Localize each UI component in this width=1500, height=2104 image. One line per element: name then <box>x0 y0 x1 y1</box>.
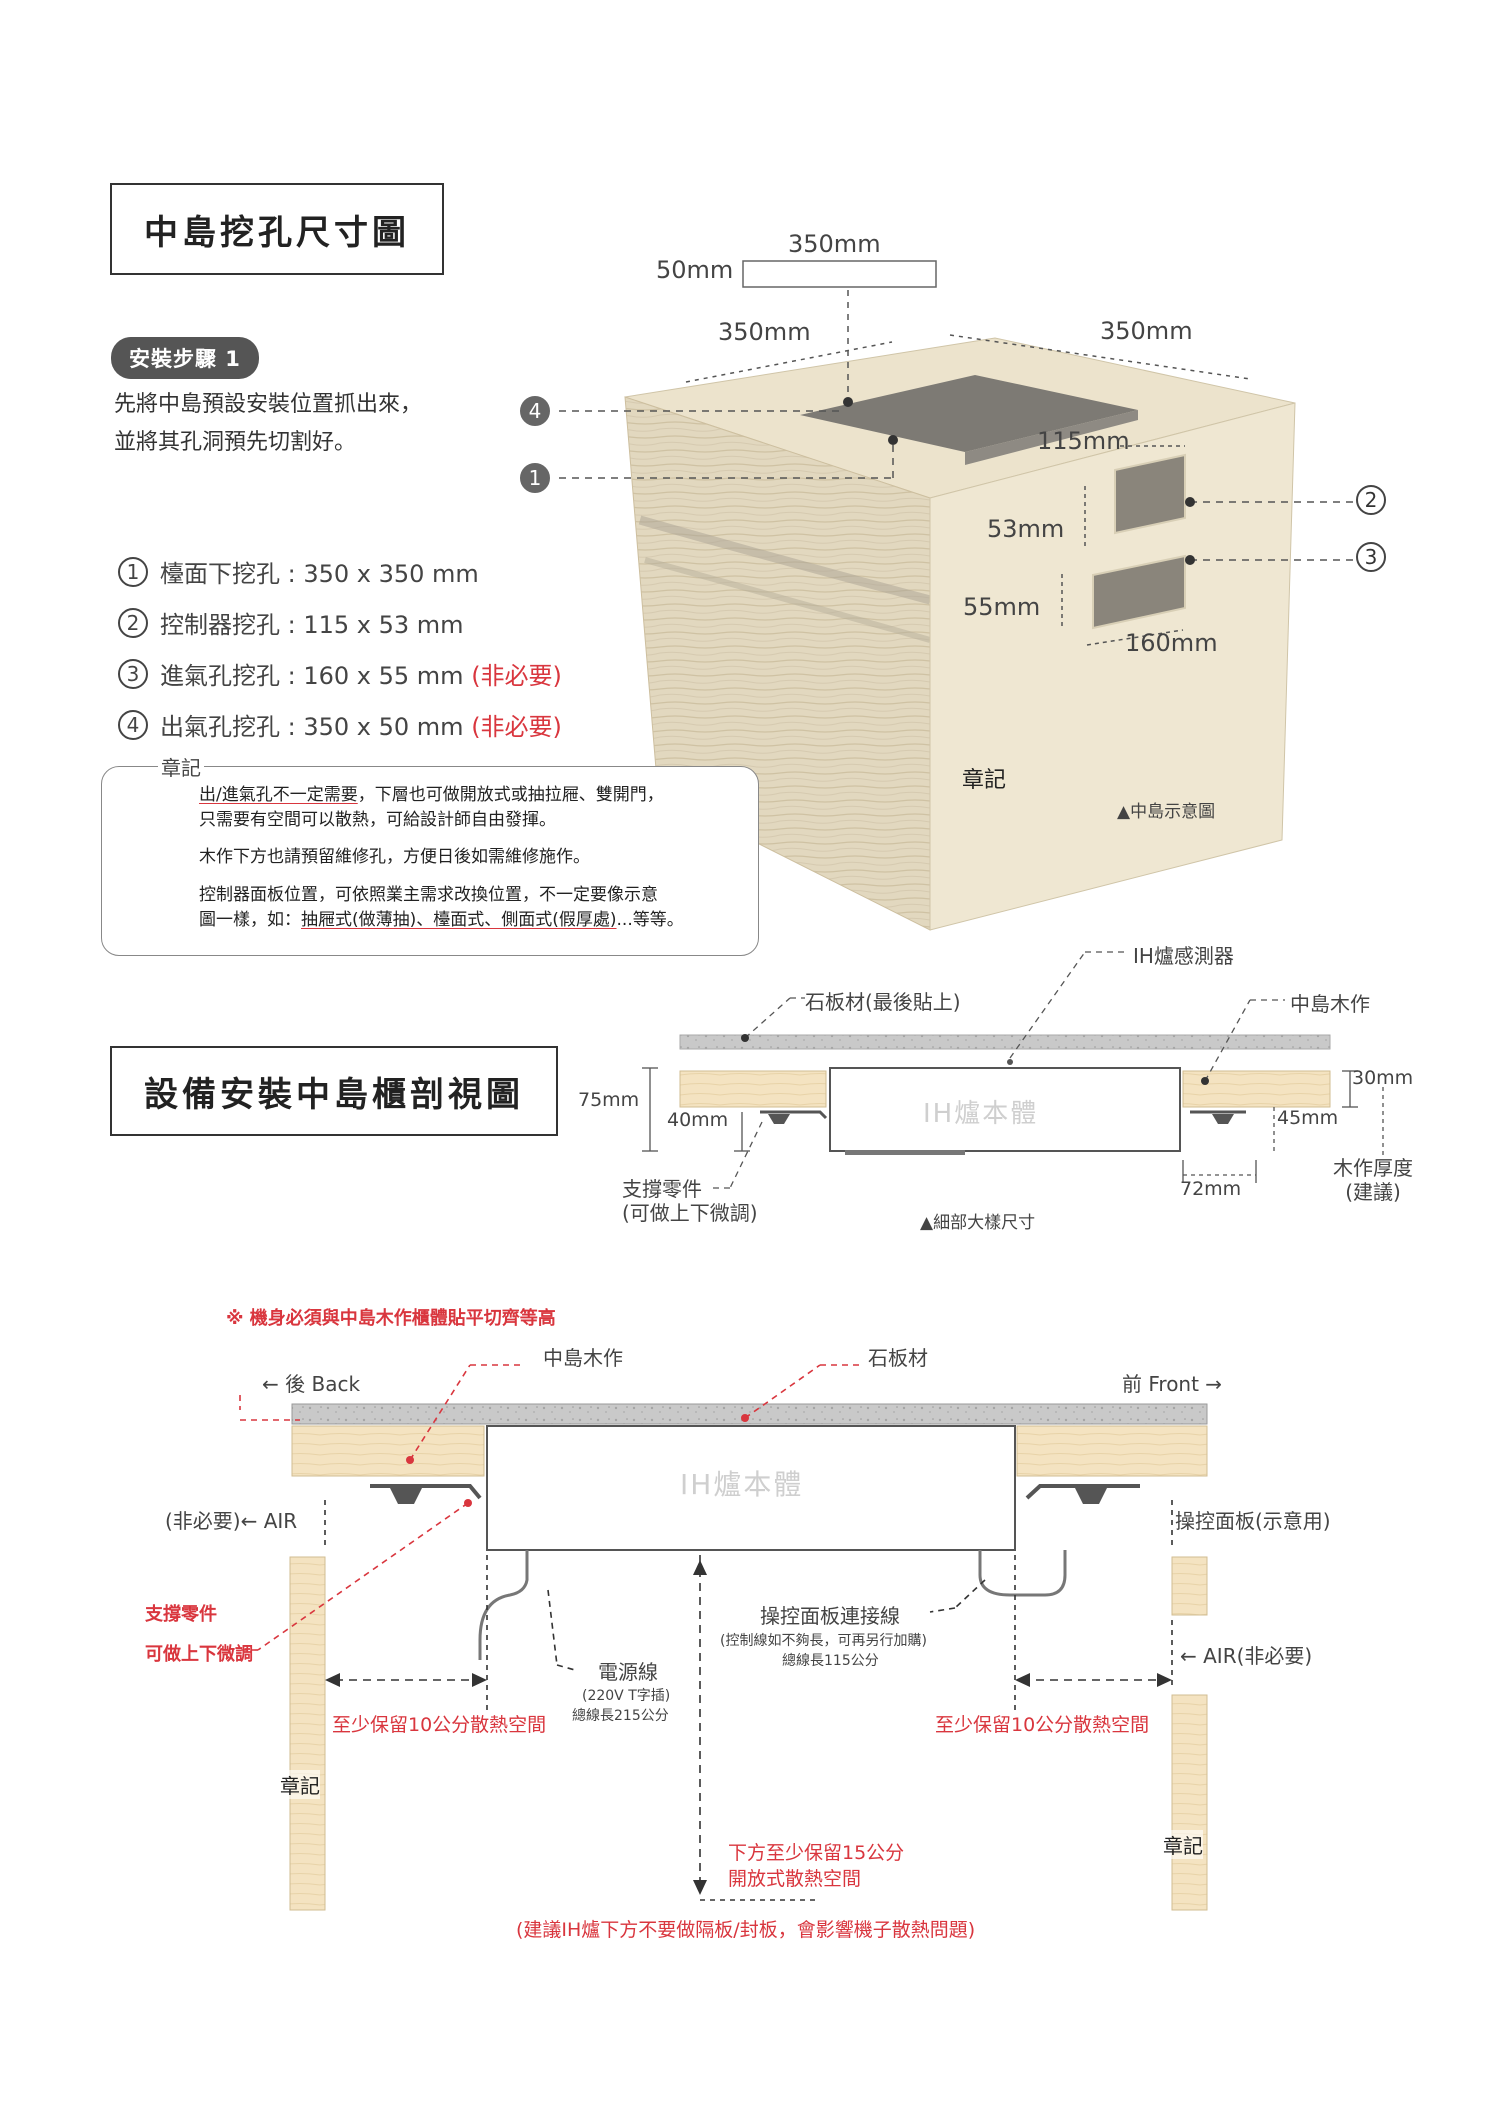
intro-text: 先將中島預設安裝位置抓出來， 並將其孔洞預先切割好。 <box>114 386 422 462</box>
detail-dots <box>741 1034 1209 1085</box>
note-text: 圖一樣，如： <box>199 910 301 930</box>
legend-item-1: 1 檯面下挖孔 : 350 x 350 mm <box>118 554 479 589</box>
dim-top-height: 50mm <box>656 256 734 284</box>
label-panel-cable: 操控面板連接線 <box>760 1604 900 1628</box>
support-line-1: 支撐零件 <box>622 1177 702 1201</box>
dim-vent-width: 160mm <box>1125 629 1218 657</box>
dim-30: 30mm <box>1352 1067 1414 1089</box>
legend-number: 4 <box>118 709 148 740</box>
label-panel: 操控面板(示意用) <box>1175 1509 1331 1533</box>
full-section-dots <box>406 1414 749 1507</box>
label-body-full: IH爐本體 <box>680 1468 804 1501</box>
callout-4: 4 <box>520 396 550 426</box>
flush-note: ※ 機身必須與中島木作櫃體貼平切齊等高 <box>226 1308 556 1329</box>
callout-3: 3 <box>1356 542 1386 572</box>
note-text: ，下層也可做開放式或抽拉屜、雙開門， <box>357 785 664 805</box>
note-emphasis: 抽屜式(做薄抽)、檯面式、側面式(假厚處) <box>301 910 617 930</box>
label-panel-cable-length: 總線長115公分 <box>782 1653 879 1669</box>
detail-caption: ▲細部大樣尺寸 <box>920 1213 1036 1233</box>
dim-ctrl-height: 53mm <box>987 515 1065 543</box>
legend-optional-tag: (非必要) <box>471 662 562 690</box>
section1-title: 中島挖孔尺寸圖 <box>110 183 444 275</box>
dim-75: 75mm <box>578 1089 640 1111</box>
intro-line-2: 並將其孔洞預先切割好。 <box>114 430 357 455</box>
note-emphasis: 出/進氣孔不一定需要 <box>199 785 358 805</box>
label-below-space: 下方至少保留15公分 開放式散熱空間 <box>728 1840 904 1892</box>
label-space-left: 至少保留10公分散熱空間 <box>332 1714 547 1736</box>
dim-vent-height: 55mm <box>963 593 1041 621</box>
label-wood: 中島木作 <box>1290 992 1370 1016</box>
dim-right-edge: 350mm <box>1100 317 1193 345</box>
legend-text: 檯面下挖孔 : 350 x 350 mm <box>160 560 479 588</box>
legend-number: 3 <box>118 658 148 689</box>
support-full-line-1: 支撐零件 <box>145 1604 217 1625</box>
label-power-length: 總線長215公分 <box>572 1708 669 1724</box>
dim-ctrl-width: 115mm <box>1037 427 1130 455</box>
callout-dots <box>843 397 1195 565</box>
callout-1: 1 <box>520 463 550 493</box>
label-air-right: ← AIR(非必要) <box>1180 1644 1313 1668</box>
legend-item-4: 4 出氣孔挖孔 : 350 x 50 mm (非必要) <box>118 707 562 742</box>
label-panel-cable-note: (控制線如不夠長，可再另行加購) <box>720 1633 927 1649</box>
dim-top-width: 350mm <box>788 230 881 258</box>
note-text: ...等等。 <box>616 910 684 930</box>
note-box <box>101 766 759 956</box>
label-support: 支撐零件 (可做上下微調) <box>622 1177 758 1225</box>
legend-text: 進氣孔挖孔 : 160 x 55 mm <box>160 662 464 690</box>
label-wood-full: 中島木作 <box>543 1346 623 1370</box>
box-caption: ▲中島示意圖 <box>1117 802 1216 822</box>
legend-item-2: 2 控制器挖孔 : 115 x 53 mm <box>118 605 464 640</box>
below-line-2: 開放式散熱空間 <box>728 1868 862 1890</box>
label-stone-full: 石板材 <box>868 1346 928 1370</box>
stamp-right: 章記 <box>1163 1830 1203 1859</box>
note-stamp: 章記 <box>158 752 204 781</box>
detail-dimensions <box>642 951 1384 1189</box>
full-section-arrows <box>325 1560 1172 1895</box>
full-section-guides <box>238 1364 1173 1901</box>
label-back: ← 後 Back <box>262 1372 361 1396</box>
detail-section <box>679 1034 1331 1155</box>
legend-number: 2 <box>118 607 148 638</box>
label-sensor: IH爐感測器 <box>1133 944 1234 968</box>
label-thickness: 木作厚度 (建議) <box>1333 1156 1413 1204</box>
dim-45: 45mm <box>1277 1107 1339 1129</box>
legend-number: 1 <box>118 556 148 587</box>
note-paragraph-2: 木作下方也請預留維修孔，方便日後如需維修施作。 <box>199 847 590 867</box>
dim-40: 40mm <box>667 1109 729 1131</box>
dim-72: 72mm <box>1180 1178 1242 1200</box>
bottom-note: (建議IH爐下方不要做隔板/封板，會影響機子散熱問題) <box>516 1919 976 1941</box>
note-text: 只需要有空間可以散熱，可給設計師自由發揮。 <box>199 810 556 830</box>
support-line-2: (可做上下微調) <box>622 1201 758 1225</box>
callout-2: 2 <box>1356 485 1386 515</box>
label-space-right: 至少保留10公分散熱空間 <box>935 1714 1150 1736</box>
note-text: 控制器面板位置，可依照業主需求改換位置，不一定要像示意 <box>199 885 658 905</box>
label-power-spec: (220V T字插) <box>582 1688 671 1704</box>
label-power: 電源線 <box>598 1660 658 1684</box>
step-badge: 安裝步驟 1 <box>111 337 259 379</box>
section1-dimensions <box>559 260 1364 646</box>
note-paragraph-1: 出/進氣孔不一定需要，下層也可做開放式或抽拉屜、雙開門， 只需要有空間可以散熱，… <box>199 783 664 833</box>
thickness-line-2: (建議) <box>1345 1180 1401 1204</box>
support-full-line-2: 可做上下微調 <box>145 1644 253 1665</box>
note-paragraph-3: 控制器面板位置，可依照業主需求改換位置，不一定要像示意 圖一樣，如：抽屜式(做薄… <box>199 883 684 933</box>
label-stone: 石板材(最後貼上) <box>805 990 961 1014</box>
stamp-left: 章記 <box>280 1770 320 1799</box>
thickness-line-1: 木作厚度 <box>1333 1156 1413 1180</box>
dim-left-edge: 350mm <box>718 318 811 346</box>
legend-text: 出氣孔挖孔 : 350 x 50 mm <box>160 713 464 741</box>
below-line-1: 下方至少保留15公分 <box>728 1842 905 1864</box>
legend-optional-tag: (非必要) <box>471 713 562 741</box>
full-section <box>289 1403 1208 1911</box>
label-front: 前 Front → <box>1122 1372 1223 1396</box>
legend-text: 控制器挖孔 : 115 x 53 mm <box>160 611 464 639</box>
label-body: IH爐本體 <box>923 1099 1039 1129</box>
box-stamp: 章記 <box>962 768 1007 793</box>
label-air-left: (非必要)← AIR <box>165 1509 298 1533</box>
section2-title: 設備安裝中島櫃剖視圖 <box>110 1046 558 1136</box>
legend-item-3: 3 進氣孔挖孔 : 160 x 55 mm (非必要) <box>118 656 562 691</box>
intro-line-1: 先將中島預設安裝位置抓出來， <box>114 392 423 417</box>
label-support-full: 支撐零件 可做上下微調 <box>145 1595 253 1675</box>
